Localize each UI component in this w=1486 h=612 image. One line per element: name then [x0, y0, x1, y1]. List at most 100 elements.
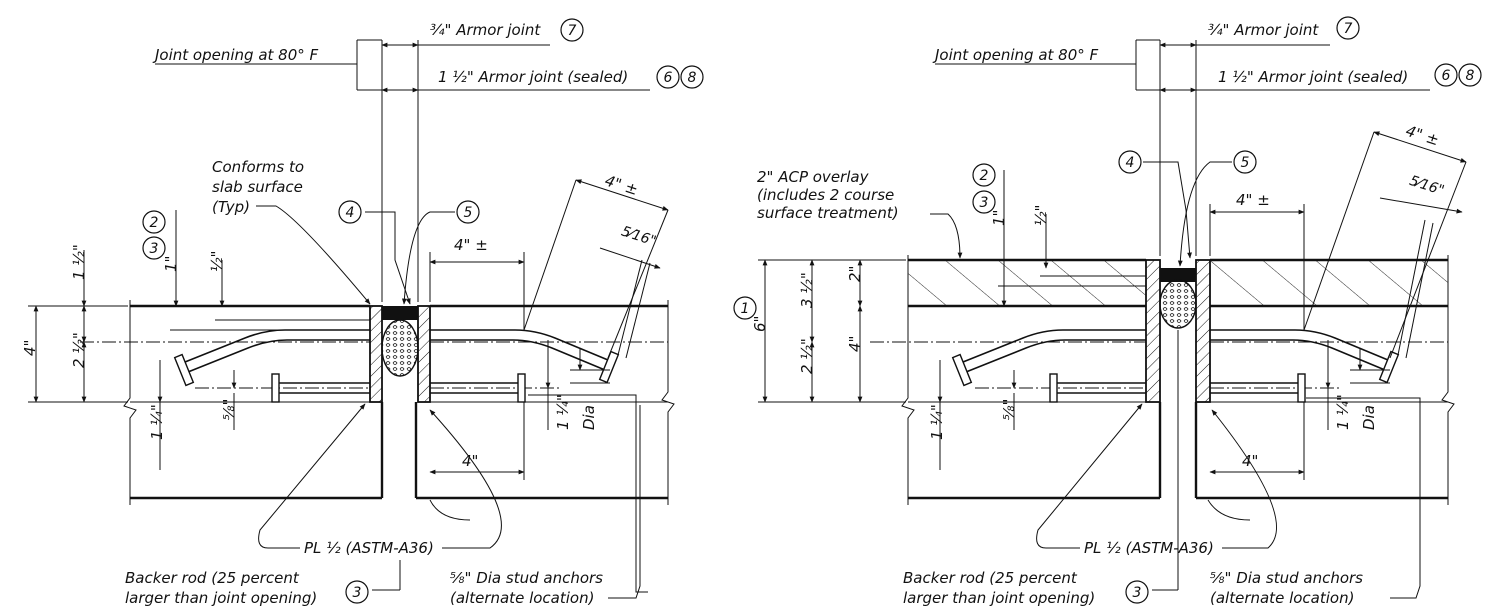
right-acp-line1: 2" ACP overlay — [757, 168, 870, 186]
left-bubble-2: 2 — [142, 210, 166, 234]
right-bubble-2: 2 — [972, 163, 996, 187]
right-bent-anchor-right — [1210, 329, 1400, 384]
left-joint-opening-label: Joint opening at 80° F — [152, 46, 319, 64]
right-dim-1-25-right: 1 ¼" — [1334, 394, 1352, 430]
right-acp-overlay-right — [1210, 260, 1448, 306]
right-bubble-3: 3 — [972, 190, 996, 214]
right-dim-half: ½" — [1032, 205, 1050, 226]
left-slab — [123, 300, 675, 505]
right-armor-joint-1-5-label: 1 ½" Armor joint (sealed) — [1218, 68, 1408, 86]
left-pl-label: PL ½ (ASTM-A36) — [304, 539, 434, 557]
right-dim-2: 2" — [846, 266, 864, 282]
left-armor-plate-right — [417, 305, 431, 403]
right-armor-plate-right — [1195, 259, 1211, 403]
right-acp-line3: surface treatment) — [757, 204, 899, 222]
right-dim-4-bottom: 4" — [1242, 452, 1258, 470]
right-panel: Joint opening at 80° F ¾" Armor joint 1 … — [733, 16, 1482, 607]
left-joint-seal — [382, 306, 418, 320]
svg-text:5: 5 — [464, 205, 473, 221]
left-dim-5-16: 5⁄16" — [619, 223, 658, 249]
left-bubble-8: 8 — [680, 65, 704, 89]
right-acp-overlay-left — [908, 260, 1146, 306]
svg-text:6: 6 — [664, 70, 673, 86]
svg-text:4: 4 — [1126, 155, 1135, 171]
left-backer-rod — [381, 319, 419, 377]
left-bubble-6: 6 — [656, 65, 680, 89]
left-bubble-7: 7 — [560, 18, 584, 42]
right-dim-3-5: 3 ½" — [798, 272, 816, 308]
right-dim-5-16: 5⁄16" — [1407, 173, 1446, 199]
right-bent-anchor-left — [951, 329, 1146, 387]
right-bubble-7: 7 — [1336, 16, 1360, 40]
right-dim-6: 6" — [751, 316, 769, 332]
left-bubble-4: 4 — [338, 200, 362, 224]
right-bubble-8: 8 — [1458, 63, 1482, 87]
right-stud-line2: (alternate location) — [1210, 589, 1354, 607]
svg-text:7: 7 — [1344, 21, 1353, 37]
left-conforms-line2: slab surface — [212, 178, 303, 196]
svg-text:6: 6 — [1442, 68, 1451, 84]
right-dim-4: 4" — [846, 336, 864, 352]
right-backer-line1: Backer rod (25 percent — [903, 569, 1078, 587]
left-stud-line2: (alternate location) — [450, 589, 594, 607]
right-joint-seal — [1160, 268, 1196, 282]
svg-text:2: 2 — [980, 168, 989, 184]
right-dim-1-25-left: 1 ¼" — [928, 404, 946, 440]
right-bubble-1: 1 — [733, 296, 757, 320]
left-conforms-line3: (Typ) — [212, 198, 250, 216]
svg-text:3: 3 — [1133, 585, 1142, 601]
right-stud-anchor-right — [1210, 373, 1306, 403]
left-dim-half: ½" — [208, 251, 226, 272]
right-backer-line2: larger than joint opening) — [903, 589, 1095, 607]
left-bent-anchor-right — [430, 329, 620, 384]
left-stud-anchor-left — [271, 373, 370, 403]
left-bubble-3b: 3 — [345, 580, 369, 604]
svg-text:2: 2 — [150, 215, 159, 231]
left-bubble-3: 3 — [142, 236, 166, 260]
left-dia: Dia — [580, 405, 598, 430]
right-dia: Dia — [1360, 405, 1378, 430]
left-conforms-line1: Conforms to — [212, 158, 304, 176]
svg-text:5: 5 — [1241, 155, 1250, 171]
right-bubble-4: 4 — [1118, 150, 1142, 174]
svg-text:3: 3 — [150, 241, 159, 257]
right-joint-opening-label: Joint opening at 80° F — [932, 46, 1099, 64]
right-dim-1in: 1" — [990, 210, 1008, 226]
right-acp-line2: (includes 2 course — [757, 186, 894, 204]
left-dim-4: 4" — [21, 340, 39, 356]
right-stud-anchor-left — [1049, 373, 1146, 403]
right-bubble-6: 6 — [1434, 63, 1458, 87]
left-backer-line2: larger than joint opening) — [125, 589, 317, 607]
right-bubble-5: 5 — [1233, 150, 1257, 174]
right-stud-line1: ⅝" Dia stud anchors — [1210, 569, 1363, 587]
left-dim-1-25-left: 1 ¼" — [148, 404, 166, 440]
left-dim-1in: 1" — [162, 256, 180, 272]
svg-text:4: 4 — [346, 205, 355, 221]
left-stud-line1: ⅝" Dia stud anchors — [450, 569, 603, 587]
right-bubble-3b: 3 — [1125, 580, 1149, 604]
right-backer-rod — [1159, 279, 1197, 329]
svg-text:8: 8 — [1466, 68, 1475, 84]
svg-text:3: 3 — [980, 195, 989, 211]
left-armor-joint-3-4-label: ¾" Armor joint — [430, 21, 541, 39]
left-dim-2-5: 2 ½" — [70, 332, 88, 368]
left-dim-1-5: 1 ½" — [70, 244, 88, 280]
left-armor-joint-1-5-label: 1 ½" Armor joint (sealed) — [438, 68, 628, 86]
svg-text:7: 7 — [568, 23, 577, 39]
left-stud-anchor-right — [430, 373, 526, 403]
right-armor-plate-left — [1145, 259, 1161, 403]
right-armor-joint-3-4-label: ¾" Armor joint — [1208, 21, 1319, 39]
left-dim-1-25-right: 1 ¼" — [554, 394, 572, 430]
right-dim-5-8: ⅝" — [1000, 399, 1018, 420]
left-armor-plate-left — [369, 305, 383, 403]
left-dim-5-8: ⅝" — [220, 399, 238, 420]
left-backer-line1: Backer rod (25 percent — [125, 569, 300, 587]
svg-text:8: 8 — [688, 70, 697, 86]
right-dim-4-pm-top: 4" ± — [1404, 122, 1442, 150]
left-bubble-5: 5 — [456, 200, 480, 224]
right-dim-4-pm: 4" ± — [1236, 191, 1270, 209]
svg-text:1: 1 — [741, 301, 750, 317]
left-panel: Joint opening at 80° F ¾" Armor joint 1 … — [21, 18, 704, 607]
right-pl-label: PL ½ (ASTM-A36) — [1084, 539, 1214, 557]
